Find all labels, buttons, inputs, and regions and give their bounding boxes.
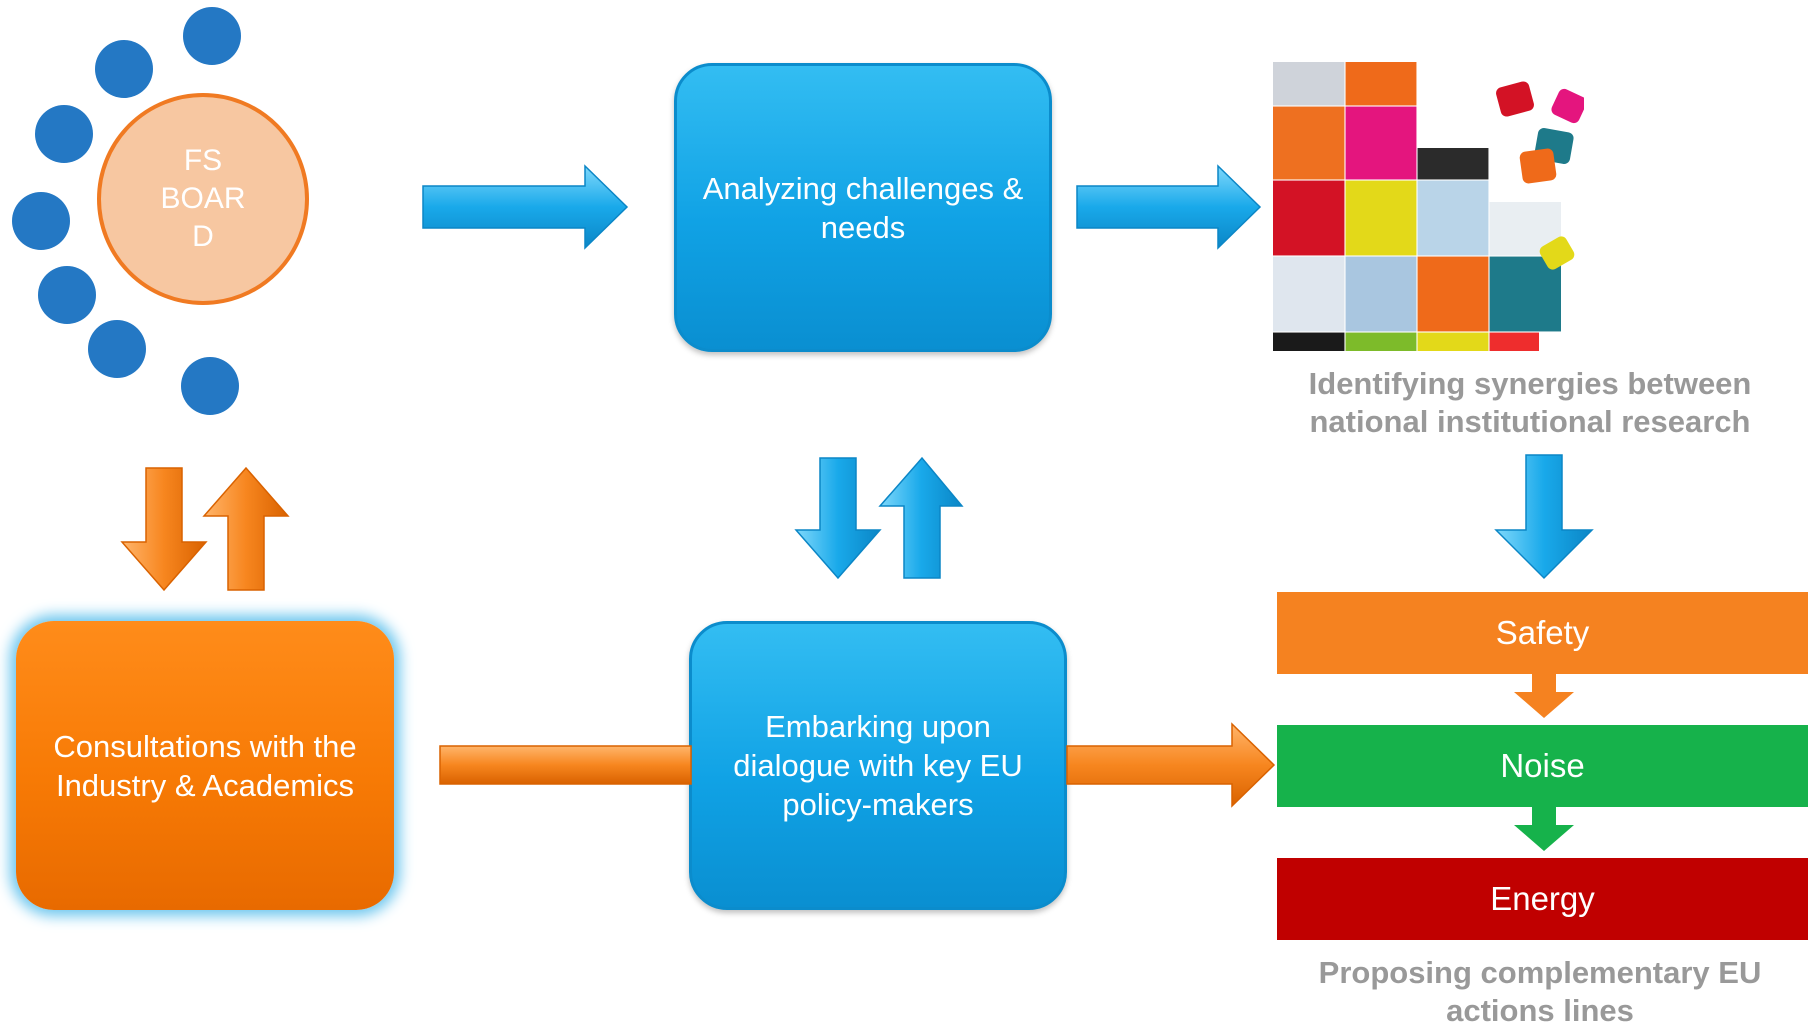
synergies-caption: Identifying synergies between national i…: [1308, 366, 1752, 439]
arrow-analyzing-to-synergies: [1076, 164, 1262, 250]
board-member-dot: [12, 192, 70, 250]
embarking-box: Embarking upon dialogue with key EU poli…: [689, 621, 1067, 910]
board-member-dot: [95, 40, 153, 98]
arrow-embarking-to-actions: [1066, 722, 1276, 808]
analyzing-box: Analyzing challenges & needs: [674, 63, 1052, 352]
puzzle-image: [1273, 62, 1587, 351]
arrow-noise-to-energy: [1514, 807, 1574, 851]
board-member-dot: [181, 357, 239, 415]
board-member-dot: [35, 105, 93, 163]
consultations-label: Consultations with the Industry & Academ…: [53, 728, 357, 803]
arrow-consultations-to-board: [202, 466, 290, 591]
arrow-embarking-to-analyzing: [878, 456, 964, 579]
board-member-dot: [88, 320, 146, 378]
action-line-energy: Energy: [1277, 858, 1808, 940]
arrow-analyzing-to-embarking: [794, 457, 882, 580]
arrow-consultations-to-embarking: [439, 745, 692, 785]
consultations-box: Consultations with the Industry & Academ…: [16, 621, 394, 910]
board-member-dot: [38, 266, 96, 324]
board-member-dot: [183, 7, 241, 65]
arrow-synergies-to-actions: [1494, 454, 1594, 580]
arrow-safety-to-noise: [1514, 674, 1574, 718]
arrow-board-to-analyzing: [422, 164, 629, 250]
fs-board-circle: FS BOAR D: [97, 93, 309, 305]
fs-board-label: FS BOAR D: [160, 144, 246, 253]
arrow-board-to-consultations: [120, 467, 208, 592]
action-line-noise: Noise: [1277, 725, 1808, 807]
action-line-safety: Safety: [1277, 592, 1808, 674]
analyzing-label: Analyzing challenges & needs: [702, 170, 1024, 245]
embarking-label: Embarking upon dialogue with key EU poli…: [733, 709, 1023, 822]
